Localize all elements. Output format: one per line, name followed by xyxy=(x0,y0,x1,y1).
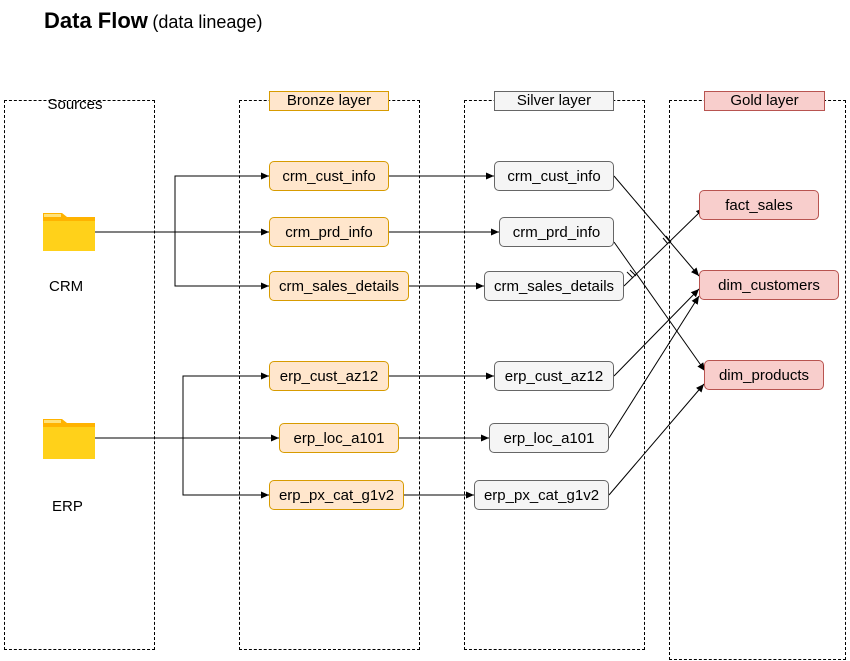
bronze-crm-cust-info[interactable]: crm_cust_info xyxy=(269,161,389,191)
folder-icon xyxy=(43,213,95,251)
bronze-erp-loc-a101[interactable]: erp_loc_a101 xyxy=(279,423,399,453)
gold-fact-sales[interactable]: fact_sales xyxy=(699,190,819,220)
silver-erp-px-cat-g1v2[interactable]: erp_px_cat_g1v2 xyxy=(474,480,609,510)
line-jump-mark xyxy=(662,237,669,245)
title-subtitle: (data lineage) xyxy=(152,12,263,32)
silver-crm-cust-info[interactable]: crm_cust_info xyxy=(494,161,614,191)
page-title: Data Flow (data lineage) xyxy=(44,8,262,34)
lane-label-gold: Gold layer xyxy=(704,91,825,111)
silver-crm-prd-info[interactable]: crm_prd_info xyxy=(499,217,614,247)
lane-label-bronze: Bronze layer xyxy=(269,91,389,111)
silver-erp-cust-az12[interactable]: erp_cust_az12 xyxy=(494,361,614,391)
edge-sg-cust-az12-dim-customers xyxy=(613,288,700,377)
silver-erp-loc-a101[interactable]: erp_loc_a101 xyxy=(489,423,609,453)
edge-sg-sales-details-fact-sales xyxy=(623,207,705,287)
edge-sg-loc-a101-dim-customers xyxy=(608,295,700,439)
line-jump-mark xyxy=(665,235,672,243)
gold-dim-products[interactable]: dim_products xyxy=(704,360,824,390)
title-main: Data Flow xyxy=(44,8,148,33)
edge-crm-sales-details xyxy=(174,232,269,290)
edge-erp-cust-az12 xyxy=(182,372,269,438)
edge-crm-cust-info xyxy=(174,172,269,232)
source-label-crm: CRM xyxy=(49,278,84,295)
edge-sg-prd-info-dim-products xyxy=(613,241,706,372)
edge-sg-cust-info-dim-customers xyxy=(613,175,700,277)
lane-label-sources: Sources xyxy=(47,96,103,113)
line-jump-mark xyxy=(626,271,634,279)
bronze-erp-cust-az12[interactable]: erp_cust_az12 xyxy=(269,361,389,391)
bronze-crm-prd-info[interactable]: crm_prd_info xyxy=(269,217,389,247)
source-label-erp: ERP xyxy=(52,498,83,515)
line-jump-mark xyxy=(629,269,637,277)
bronze-erp-px-cat-g1v2[interactable]: erp_px_cat_g1v2 xyxy=(269,480,404,510)
lane-sources xyxy=(4,100,155,650)
lane-label-silver: Silver layer xyxy=(494,91,614,111)
silver-crm-sales-details[interactable]: crm_sales_details xyxy=(484,271,624,301)
folder-icon xyxy=(43,419,95,459)
edge-sg-px-cat-dim-products xyxy=(608,383,705,496)
edge-erp-px-cat-g1v2 xyxy=(182,438,269,499)
gold-dim-customers[interactable]: dim_customers xyxy=(699,270,839,300)
bronze-crm-sales-details[interactable]: crm_sales_details xyxy=(269,271,409,301)
